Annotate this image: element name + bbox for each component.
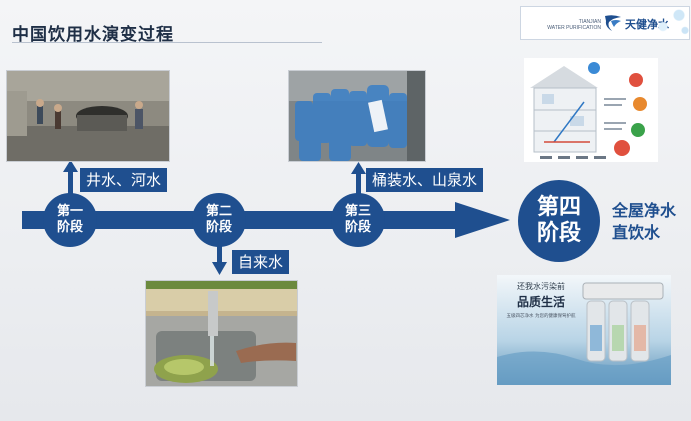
water-bubbles-decoration <box>651 0 691 38</box>
water-drop-logo-icon <box>605 15 621 31</box>
stage1-water-source-label: 井水、河水 <box>80 168 168 192</box>
stage4-label-line1: 全屋净水 <box>612 201 677 220</box>
stage-4-line1: 第四 <box>536 195 581 220</box>
stage-1-circle: 第一阶段 <box>43 193 97 247</box>
logo-subtitle: TIANJIAN WATER PURIFICATION <box>531 19 601 31</box>
product-ad-line3: 五级四芯净水 为您的健康保驾护航 <box>506 314 576 319</box>
product-ad-line2: 品质生活 <box>516 295 565 309</box>
stage4-label-line2: 直饮水 <box>612 223 661 242</box>
purifier-product-ad: 还我水污染前 品质生活 五级四芯净水 为您的健康保驾护航 <box>497 275 671 385</box>
tap-water-photo <box>145 280 298 387</box>
title-divider <box>12 42 322 43</box>
stage-2-line1: 第二 <box>205 204 232 219</box>
stage3-water-source-label: 桶装水、山泉水 <box>366 168 484 192</box>
stage4-water-source-label: 全屋净水 直饮水 <box>612 200 676 244</box>
stage-1-line2: 阶段 <box>56 220 83 235</box>
page-title: 中国饮用水演变过程 <box>12 25 174 45</box>
stage-3-line1: 第三 <box>344 204 371 219</box>
product-ad-slogan: 还我水污染前 品质生活 五级四芯净水 为您的健康保驾护航 <box>501 281 581 319</box>
logo-subtitle-line2: WATER PURIFICATION <box>547 25 601 31</box>
stage-1-line1: 第一 <box>56 204 83 219</box>
stage-4-line2: 阶段 <box>536 221 581 246</box>
stage2-water-source-label: 自来水 <box>232 250 290 274</box>
stage-4-circle: 第四阶段 <box>518 180 600 262</box>
product-ad-line1: 还我水污染前 <box>517 282 565 291</box>
logo-subtitle-line1: TIANJIAN <box>578 19 601 25</box>
stage-3-circle: 第三阶段 <box>331 193 385 247</box>
well-water-photo <box>6 70 170 162</box>
stage-2-circle: 第二阶段 <box>192 193 246 247</box>
stage-3-line2: 阶段 <box>344 220 371 235</box>
stage-2-line2: 阶段 <box>205 220 232 235</box>
bottled-water-photo <box>288 70 426 162</box>
whole-house-water-diagram <box>524 58 658 162</box>
